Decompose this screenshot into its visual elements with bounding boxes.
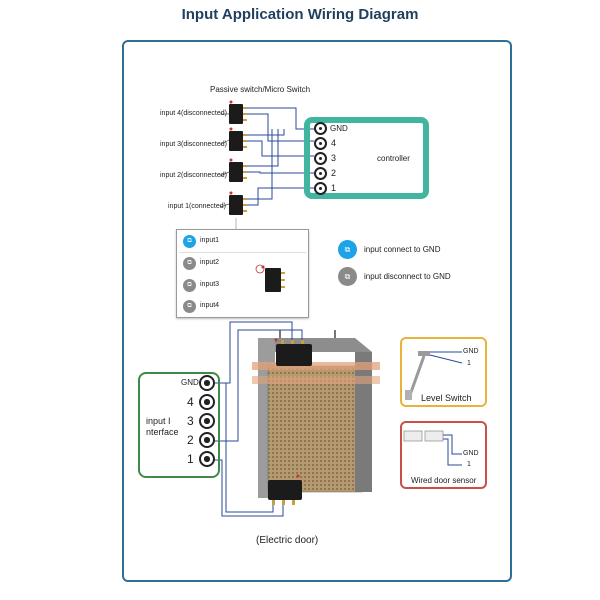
legend-disconnected-label: input disconnect to GND bbox=[364, 272, 451, 281]
level-switch-label: Level Switch bbox=[421, 393, 472, 403]
popup-divider bbox=[179, 252, 306, 253]
level-switch-graphic bbox=[405, 351, 463, 400]
micro-switch-2 bbox=[229, 158, 247, 182]
popup-input-label: input3 bbox=[200, 281, 220, 288]
diagram-frame bbox=[122, 40, 512, 582]
popup-input-label: input4 bbox=[200, 302, 220, 309]
door-sensor-label: Wired door sensor bbox=[411, 476, 477, 485]
controller-label: controller bbox=[377, 154, 410, 163]
controller-box bbox=[304, 117, 429, 199]
controller-terminal-gnd bbox=[314, 122, 327, 135]
controller-terminal-label: 3 bbox=[331, 153, 337, 163]
door-sensor-graphic bbox=[403, 430, 462, 466]
controller-terminal-2 bbox=[314, 167, 327, 180]
level-switch-terminal-label: 1 bbox=[467, 360, 471, 367]
door-sensor-terminal-label: GND bbox=[463, 450, 479, 457]
controller-terminal-1 bbox=[314, 182, 327, 195]
unlink-icon: ⧉ bbox=[183, 257, 196, 270]
switch-input-4-label: input 4(disconnected) bbox=[160, 110, 227, 117]
interface-label-line2: nterface bbox=[146, 427, 179, 437]
interface-terminal-1 bbox=[199, 451, 215, 467]
link-icon: ⧉ bbox=[338, 240, 357, 259]
interface-terminal-label: 3 bbox=[187, 414, 194, 428]
wired-door-sensor-box bbox=[400, 421, 487, 489]
micro-switch-1 bbox=[229, 191, 247, 215]
link-icon: ⧉ bbox=[183, 235, 196, 248]
interface-terminal-2 bbox=[199, 432, 215, 448]
controller-terminal-label: 2 bbox=[331, 168, 337, 178]
input-status-popup: ⧉ input1 ⧉ input2 ⧉ input3 ⧉ input4 bbox=[176, 229, 309, 318]
controller-terminal-label: 4 bbox=[331, 138, 337, 148]
micro-switch-4 bbox=[229, 100, 247, 124]
door-sensor-terminal-label: 1 bbox=[467, 461, 471, 468]
interface-terminal-label: 1 bbox=[187, 452, 194, 466]
popup-input-label: input2 bbox=[200, 259, 220, 266]
unlink-icon: ⧉ bbox=[183, 279, 196, 292]
controller-terminal-label: 1 bbox=[331, 183, 337, 193]
switch-input-3-label: input 3(disconnected) bbox=[160, 141, 227, 148]
switch-input-2-label: input 2(disconnected) bbox=[160, 172, 227, 179]
controller-terminal-4 bbox=[314, 137, 327, 150]
door-top-switch bbox=[274, 338, 312, 366]
door-bottom-switch bbox=[268, 474, 302, 505]
interface-terminal-label: 2 bbox=[187, 433, 194, 447]
switch-input-1-label: input 1(connected) bbox=[168, 203, 226, 210]
interface-terminal-label: 4 bbox=[187, 395, 194, 409]
electric-door-label: (Electric door) bbox=[256, 535, 319, 546]
unlink-icon: ⧉ bbox=[183, 300, 196, 313]
input-interface-box bbox=[138, 372, 220, 478]
interface-terminal-label: GND bbox=[181, 378, 199, 387]
door-wires bbox=[214, 321, 303, 517]
electric-door-illustration bbox=[252, 330, 380, 498]
micro-switches bbox=[229, 100, 247, 215]
interface-label-line1: input I bbox=[146, 416, 171, 426]
unlink-icon: ⧉ bbox=[338, 267, 357, 286]
switch-wires bbox=[247, 107, 314, 206]
interface-terminal-3 bbox=[199, 413, 215, 429]
popup-switch-graphic bbox=[255, 264, 285, 292]
micro-switch-3 bbox=[229, 127, 247, 151]
label-leader-lines bbox=[219, 113, 230, 208]
interface-terminal-4 bbox=[199, 394, 215, 410]
interface-terminal-gnd bbox=[199, 375, 215, 391]
legend-connected-label: input connect to GND bbox=[364, 245, 441, 254]
switch-group-label: Passive switch/Micro Switch bbox=[210, 85, 311, 94]
level-switch-terminal-label: GND bbox=[463, 348, 479, 355]
level-switch-box bbox=[400, 337, 487, 407]
diagram-title: Input Application Wiring Diagram bbox=[181, 6, 419, 23]
controller-terminal-3 bbox=[314, 152, 327, 165]
controller-terminal-label: GND bbox=[330, 124, 348, 133]
popup-input-label: input1 bbox=[200, 237, 220, 244]
